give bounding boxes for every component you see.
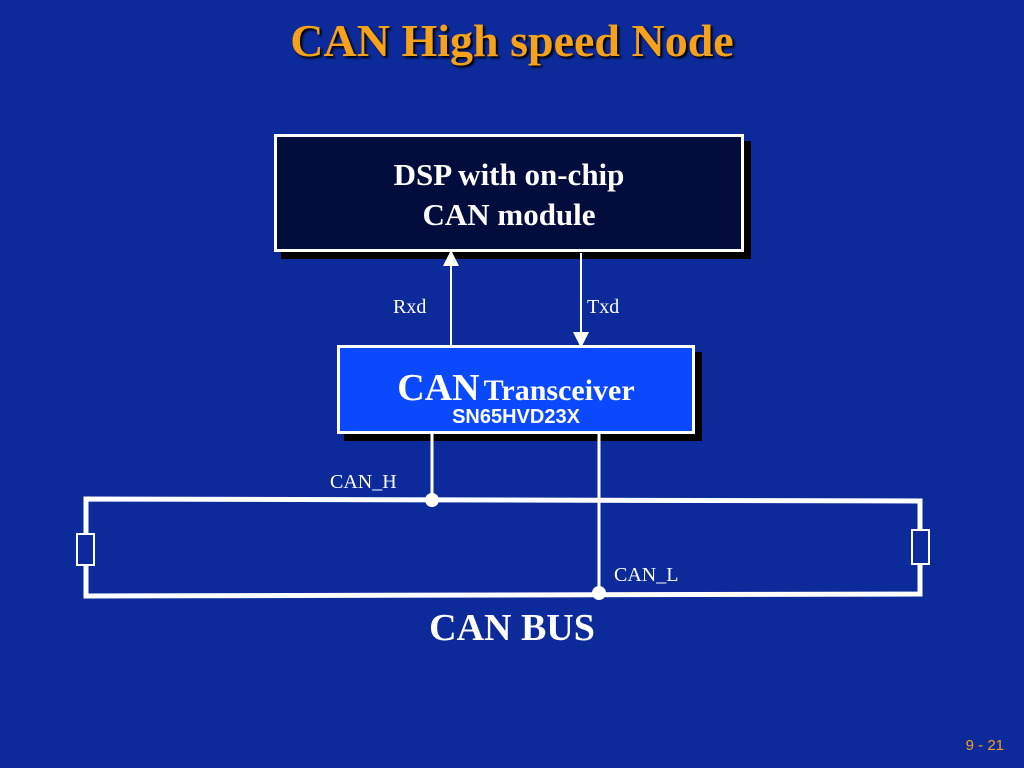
dsp-box-line1: DSP with on-chip	[393, 157, 625, 192]
txd-label: Txd	[587, 296, 620, 318]
can-h-wire	[83, 496, 923, 534]
dsp-box: DSP with on-chip CAN module	[274, 134, 744, 252]
can-l-junction-dot	[592, 586, 606, 600]
page-number: 9 - 21	[965, 737, 1004, 754]
can-l-wire	[83, 564, 923, 599]
can-bus-label: CAN BUS	[429, 607, 595, 649]
can-h-junction-dot	[425, 493, 439, 507]
left-termination-resistor	[76, 533, 95, 566]
transceiver-box: CAN Transceiver SN65HVD23X	[337, 345, 695, 434]
can-h-label: CAN_H	[330, 471, 397, 493]
transceiver-title: CAN Transceiver	[340, 366, 692, 410]
right-termination-resistor	[911, 529, 930, 565]
transceiver-can-text: CAN	[397, 367, 480, 409]
transceiver-part-number: SN65HVD23X	[452, 406, 580, 428]
slide-title: CAN High speed Node	[290, 15, 734, 66]
rxd-label: Rxd	[393, 296, 427, 318]
transceiver-text: Transceiver	[483, 374, 635, 407]
can-l-label: CAN_L	[614, 564, 679, 586]
dsp-box-line2: CAN module	[422, 197, 596, 232]
